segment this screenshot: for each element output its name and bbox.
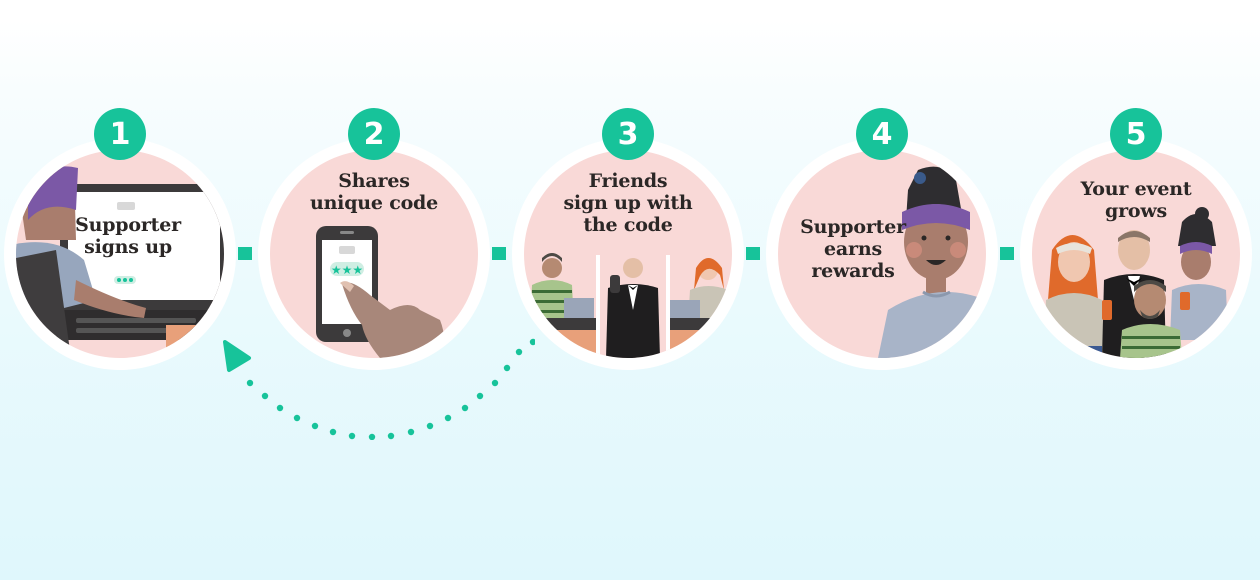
step-illustration: ★★★ <box>270 150 478 358</box>
step-label: Shares unique code <box>309 170 439 214</box>
step-number-badge: 3 <box>602 108 654 160</box>
step-label: Friends sign up with the code <box>563 170 693 236</box>
connector-1-2 <box>238 247 252 260</box>
connector-4-5 <box>1000 247 1014 260</box>
person-at-laptop-icon <box>16 165 224 358</box>
step-illustration <box>1032 150 1240 358</box>
step-number-badge: 1 <box>94 108 146 160</box>
loop-back-arrow-icon <box>223 338 535 440</box>
step-illustration <box>524 150 732 358</box>
smiling-supporter-icon <box>878 166 986 358</box>
connector-2-3 <box>492 247 506 260</box>
step-1: 1 Supporter signs up <box>4 108 236 370</box>
step-illustration <box>16 150 224 358</box>
step-5: 5 <box>1020 108 1252 370</box>
three-friends-signing-up-icon <box>524 253 732 358</box>
step-2: 2 ★★★ Shares unique code <box>258 108 490 370</box>
svg-text:★★★: ★★★ <box>331 263 363 277</box>
group-of-participants-icon <box>1044 207 1228 358</box>
step-label: Supporter signs up <box>75 214 181 258</box>
hand-tapping-phone-icon: ★★★ <box>316 226 444 358</box>
connector-3-4 <box>746 247 760 260</box>
step-illustration <box>778 150 986 358</box>
step-3: 3 Friends si <box>512 108 744 370</box>
step-label: Supporter earns rewards <box>800 216 906 282</box>
step-4: 4 Supporter earns rewards <box>766 108 998 370</box>
step-number-badge: 2 <box>348 108 400 160</box>
step-number-badge: 4 <box>856 108 908 160</box>
step-number-badge: 5 <box>1110 108 1162 160</box>
step-label: Your event grows <box>1080 178 1192 222</box>
